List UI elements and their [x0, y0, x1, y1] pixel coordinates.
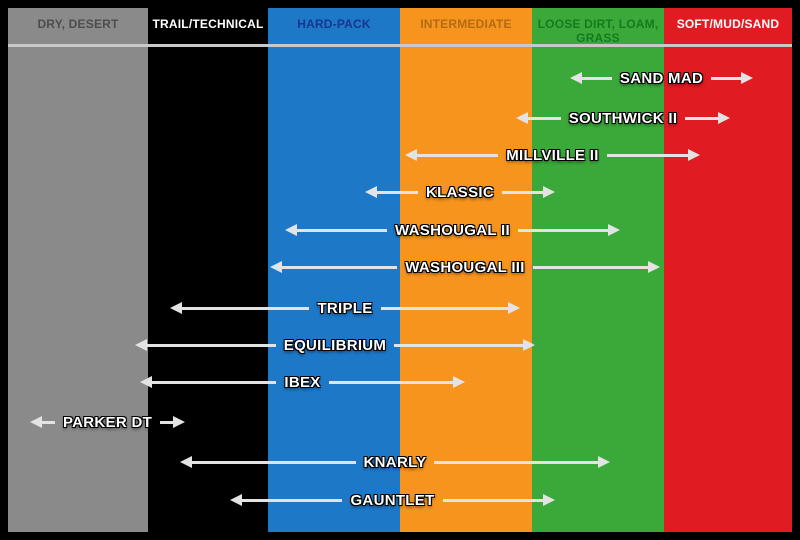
arrow-line — [147, 343, 276, 347]
arrow-line — [528, 116, 561, 120]
terrain-column-header: DRY, DESERT — [37, 17, 119, 31]
terrain-columns: DRY, DESERT TRAIL/TECHNICAL HARD-PACK INTER… — [8, 8, 792, 532]
tire-name-label: IBEX — [284, 373, 321, 391]
arrow-line — [160, 420, 173, 424]
arrowhead-right-icon — [543, 494, 555, 506]
arrowhead-left-icon — [270, 261, 282, 273]
tire-name-label: WASHOUGAL II — [395, 221, 510, 239]
arrow-line — [377, 190, 419, 194]
arrowhead-left-icon — [170, 302, 182, 314]
tire-name-label: WASHOUGAL III — [405, 258, 525, 276]
arrow-line — [606, 153, 689, 157]
tire-name-label: SOUTHWICK II — [568, 109, 678, 127]
tire-name-label: SAND MAD — [619, 69, 704, 87]
arrow-line — [297, 228, 387, 232]
arrow-line — [152, 380, 277, 384]
arrowhead-right-icon — [508, 302, 521, 314]
arrowhead-right-icon — [598, 456, 611, 468]
arrowhead-right-icon — [688, 149, 701, 161]
arrowhead-right-icon — [648, 261, 660, 273]
tire-range-equilibrium: EQUILIBRIUM — [135, 333, 535, 357]
arrow-line — [394, 343, 523, 347]
arrowhead-right-icon — [453, 376, 465, 388]
tire-name-label: MILLVILLE II — [506, 146, 599, 164]
tire-name-label: KNARLY — [363, 453, 427, 471]
arrow-line — [380, 306, 509, 310]
tire-range-gauntlet: GAUNTLET — [230, 488, 555, 512]
terrain-column-5: SOFT/MUD/SAND — [664, 8, 792, 532]
arrow-line — [182, 306, 310, 310]
tire-name-label: KLASSIC — [426, 183, 494, 201]
arrow-line — [417, 153, 499, 157]
tire-name-label: GAUNTLET — [350, 491, 435, 509]
arrowhead-right-icon — [523, 339, 535, 351]
arrow-line — [582, 76, 612, 80]
tire-range-parker-dt: PARKER DT — [30, 410, 185, 434]
arrow-line — [518, 228, 608, 232]
arrow-line — [282, 265, 398, 269]
arrow-line — [434, 460, 599, 464]
arrowhead-right-icon — [718, 112, 730, 124]
terrain-column-header: LOOSE DIRT, LOAM, GRASS — [537, 17, 659, 46]
arrow-line — [442, 498, 543, 502]
terrain-column-1: TRAIL/TECHNICAL — [148, 8, 268, 532]
arrowhead-left-icon — [365, 186, 377, 198]
arrowhead-left-icon — [405, 149, 417, 161]
tire-name-label: TRIPLE — [317, 299, 373, 317]
tire-range-millville-ii: MILLVILLE II — [405, 143, 701, 167]
arrow-line — [532, 265, 648, 269]
tire-range-knarly: KNARLY — [180, 450, 611, 474]
arrowhead-left-icon — [516, 112, 528, 124]
arrowhead-right-icon — [741, 72, 754, 84]
terrain-column-header: SOFT/MUD/SAND — [676, 17, 780, 31]
arrowhead-right-icon — [608, 224, 620, 236]
terrain-column-0: DRY, DESERT — [8, 8, 148, 532]
tire-rows: SAND MAD SOUTHWICK II MILLVILLE II KLASSIC W… — [8, 8, 792, 532]
arrowhead-left-icon — [180, 456, 192, 468]
arrowhead-left-icon — [285, 224, 297, 236]
terrain-column-4: LOOSE DIRT, LOAM, GRASS — [532, 8, 664, 532]
arrow-line — [711, 76, 742, 80]
arrow-line — [501, 190, 543, 194]
arrowhead-left-icon — [30, 416, 42, 428]
tire-range-washougal-iii: WASHOUGAL III — [270, 255, 660, 279]
arrow-line — [192, 460, 356, 464]
tire-range-klassic: KLASSIC — [365, 180, 555, 204]
arrowhead-right-icon — [543, 186, 555, 198]
arrowhead-left-icon — [140, 376, 152, 388]
tire-range-sand-mad: SAND MAD — [570, 66, 754, 90]
terrain-column-header: TRAIL/TECHNICAL — [152, 17, 264, 31]
tire-range-triple: TRIPLE — [170, 296, 521, 320]
tire-range-ibex: IBEX — [140, 370, 465, 394]
terrain-column-header: INTERMEDIATE — [420, 17, 512, 31]
arrow-line — [242, 498, 343, 502]
arrowhead-left-icon — [230, 494, 242, 506]
tire-name-label: PARKER DT — [62, 413, 153, 431]
arrow-line — [328, 380, 453, 384]
arrow-line — [685, 116, 718, 120]
tire-name-label: EQUILIBRIUM — [283, 336, 387, 354]
terrain-column-header: HARD-PACK — [297, 17, 371, 31]
header-divider — [8, 44, 792, 47]
terrain-column-3: INTERMEDIATE — [400, 8, 532, 532]
tire-terrain-chart: DRY, DESERT TRAIL/TECHNICAL HARD-PACK INTER… — [8, 8, 792, 532]
tire-range-washougal-ii: WASHOUGAL II — [285, 218, 620, 242]
tire-range-southwick-ii: SOUTHWICK II — [516, 106, 730, 130]
arrowhead-right-icon — [173, 416, 185, 428]
arrowhead-left-icon — [135, 339, 147, 351]
arrowhead-left-icon — [570, 72, 582, 84]
terrain-column-2: HARD-PACK — [268, 8, 400, 532]
arrow-line — [42, 420, 55, 424]
